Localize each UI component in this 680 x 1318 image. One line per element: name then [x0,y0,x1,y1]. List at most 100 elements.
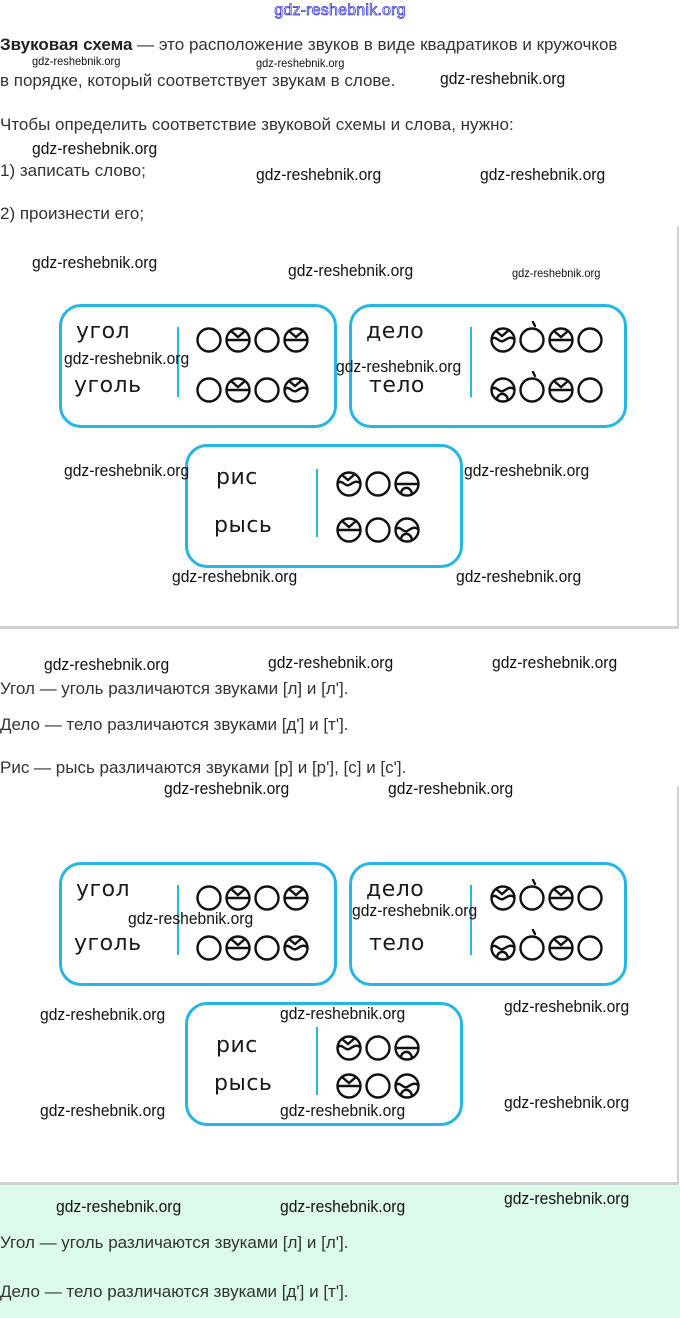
scheme-word: угол [76,319,131,344]
vowel-circle-icon [254,935,280,961]
vowel-circle-icon [196,327,222,353]
watermark: gdz-reshebnik.org [504,997,630,1016]
sound-scheme [490,321,603,353]
vowel-circle-icon [577,885,603,911]
scheme-box-2: дело тело [349,862,627,986]
sound-scheme [490,879,603,911]
watermark: gdz-reshebnik.org [172,567,298,586]
hard-voiced-consonant-icon [225,377,251,403]
hard-voiced-consonant-icon [548,327,574,353]
sound-scheme [336,465,420,497]
watermark: gdz-reshebnik.org [480,165,606,184]
scheme-word: дело [366,877,425,902]
vowel-circle-icon [365,1073,391,1099]
scheme-image-1: угол уголь дело тело рис рысь [0,226,679,629]
watermark: gdz-reshebnik.org [40,1005,166,1024]
sound-scheme [196,321,309,353]
steps-intro: Чтобы определить соответствие звуковой с… [0,115,514,134]
watermark: gdz-reshebnik.org [336,357,462,376]
vowel-circle-icon [365,1035,391,1061]
watermark: gdz-reshebnik.org [464,461,590,480]
hard-voiced-consonant-icon [336,517,362,543]
stressed-vowel-icon [519,929,545,961]
stressed-vowel-icon [519,879,545,911]
soft-voiceless-consonant-icon [490,935,516,961]
answer-line-1: Угол — уголь различаются звуками [л] и [… [0,1233,349,1252]
soft-voiced-consonant-icon [490,327,516,353]
watermark: gdz-reshebnik.org [44,655,170,674]
soft-voiced-consonant-icon [336,471,362,497]
vowel-circle-icon [254,885,280,911]
scheme-box-1: угол уголь [59,304,337,428]
definition-paragraph-line2: в порядке, который соответствует звукам … [0,71,396,90]
hard-voiced-consonant-icon [548,885,574,911]
watermark: gdz-reshebnik.org [256,56,345,70]
soft-voiceless-consonant-icon [394,517,420,543]
soft-voiced-consonant-icon [490,885,516,911]
sound-scheme [490,371,603,403]
vowel-circle-icon [254,377,280,403]
watermark: gdz-reshebnik.org [388,779,514,798]
divider-line [470,885,472,955]
stressed-vowel-icon [519,371,545,403]
watermark: gdz-reshebnik.org [280,1197,406,1216]
watermark: gdz-reshebnik.org [56,1197,182,1216]
soft-voiced-consonant-icon [283,377,309,403]
step-2: 2) произнести его; [0,204,145,223]
watermark: gdz-reshebnik.org [64,349,190,368]
scheme-box-3: рис рысь [185,1002,463,1126]
hard-voiced-consonant-icon [225,885,251,911]
scheme-word: угол [76,877,131,902]
scheme-box-1: угол уголь [59,862,337,986]
sound-scheme [336,1029,420,1061]
hard-voiced-consonant-icon [283,885,309,911]
vowel-circle-icon [365,471,391,497]
hard-voiced-consonant-icon [283,327,309,353]
scheme-word: уголь [74,931,142,956]
watermark: gdz-reshebnik.org [280,1101,406,1120]
scheme-image-2: угол уголь дело тело рис рысь [0,786,679,1185]
watermark: gdz-reshebnik.org [40,1101,166,1120]
watermark: gdz-reshebnik.org [280,1004,406,1023]
hard-voiced-consonant-icon [336,1073,362,1099]
scheme-word: дело [366,319,425,344]
watermark: gdz-reshebnik.org [440,69,566,88]
divider-line [316,469,318,537]
scheme-box-3: рис рысь [185,444,463,568]
definition-paragraph-line1: Звуковая схема — это расположение звуков… [0,34,617,56]
term-bold: Звуковая схема [0,35,133,54]
sound-scheme [490,929,603,961]
vowel-circle-icon [365,517,391,543]
watermark: gdz-reshebnik.org [504,1093,630,1112]
vowel-circle-icon [577,377,603,403]
soft-voiceless-consonant-icon [490,377,516,403]
vowel-circle-icon [196,935,222,961]
sound-scheme [196,929,309,961]
watermark: gdz-reshebnik.org [352,901,478,920]
vowel-circle-icon [196,885,222,911]
hard-voiced-consonant-icon [548,377,574,403]
soft-voiced-consonant-icon [283,935,309,961]
scheme-word: рис [216,1033,258,1058]
definition-text: — это расположение звуков в виде квадрат… [132,35,618,54]
hard-voiced-consonant-icon [225,935,251,961]
scheme-word: рысь [214,513,273,538]
answer-block: Угол — уголь различаются звуками [л] и [… [0,1185,680,1318]
divider-line [470,327,472,397]
conclusion-1: Угол — уголь различаются звуками [л] и [… [0,679,349,698]
stressed-vowel-icon [519,321,545,353]
watermark: gdz-reshebnik.org [32,139,158,158]
watermark: gdz-reshebnik.org [504,1189,630,1208]
site-watermark-header: gdz-reshebnik.org [274,2,406,20]
sound-scheme [336,1067,420,1099]
scheme-word: тело [369,931,425,956]
step-1: 1) записать слово; [0,161,146,180]
conclusion-3: Рис — рысь различаются звуками [р] и [р'… [0,758,407,777]
sound-scheme [336,511,420,543]
watermark: gdz-reshebnik.org [164,779,290,798]
sound-scheme [196,371,309,403]
watermark: gdz-reshebnik.org [32,253,158,272]
divider-line [316,1027,318,1095]
watermark: gdz-reshebnik.org [512,266,601,280]
watermark: gdz-reshebnik.org [32,54,121,68]
